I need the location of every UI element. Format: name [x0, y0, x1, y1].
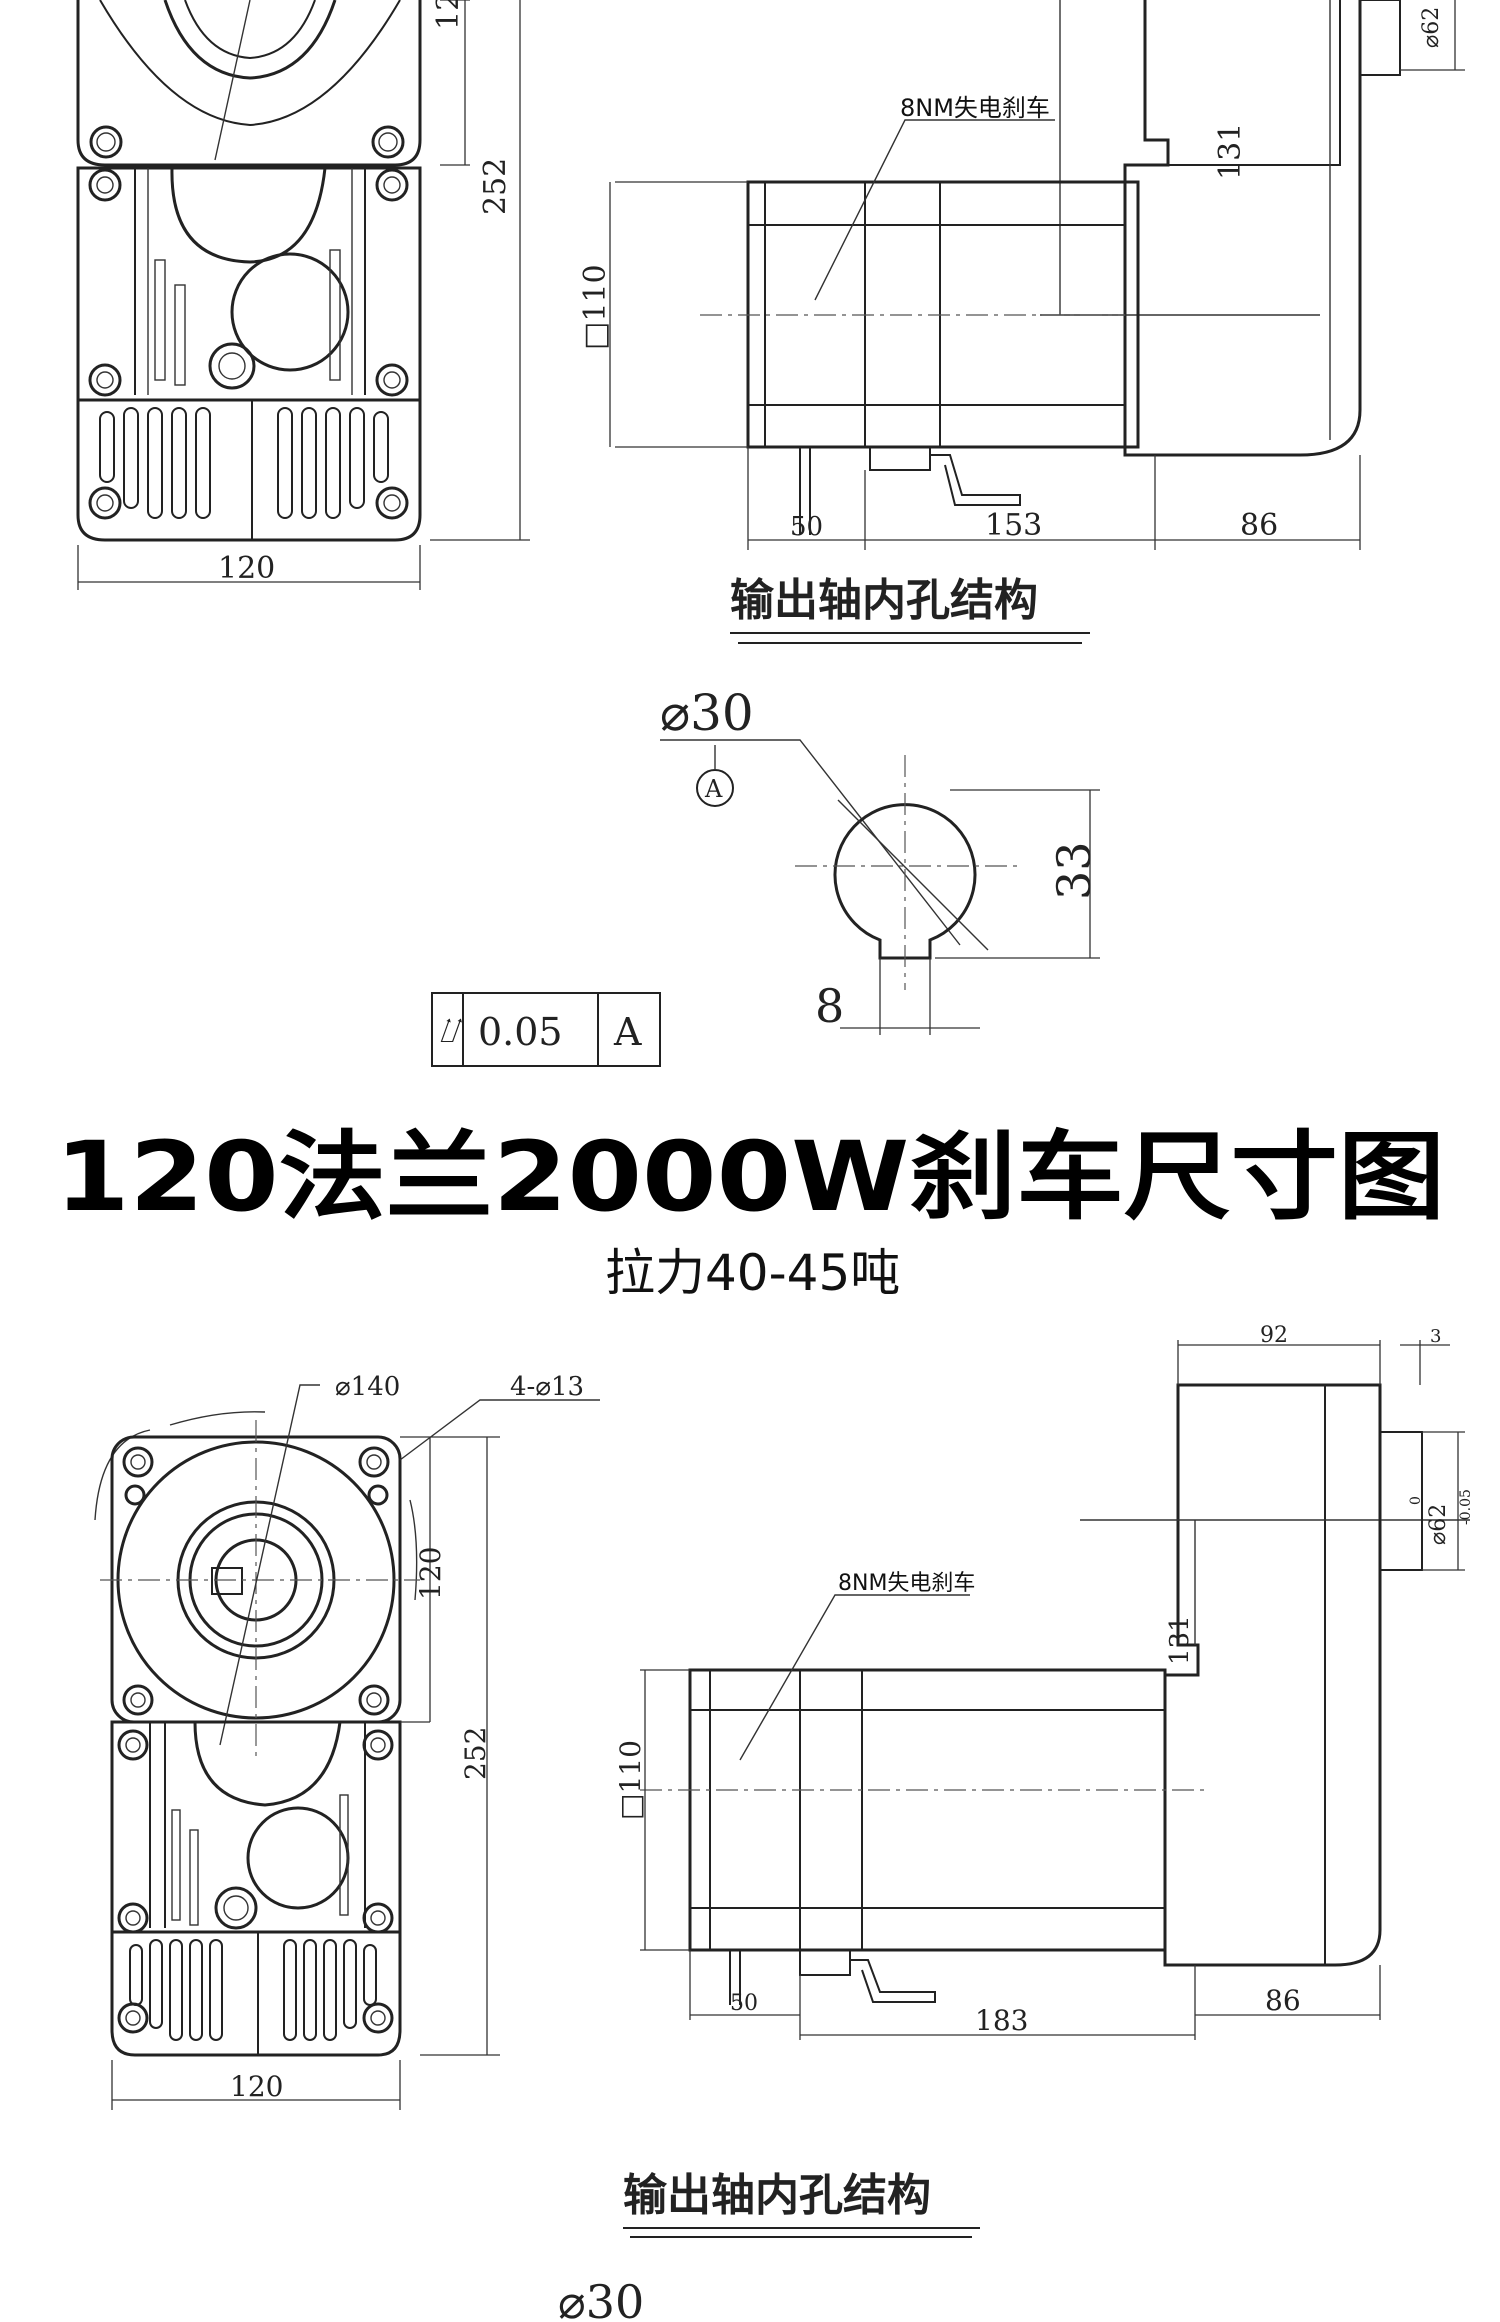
top-dim-12: 12: [431, 0, 466, 30]
tol-symbol: ⌰: [440, 1011, 462, 1051]
bot-dim-92: 92: [1260, 1323, 1288, 1348]
top-dim-131: 131: [1213, 123, 1248, 180]
bot-tol-upper: 0: [1408, 1496, 1424, 1505]
bot-dim-50: 50: [730, 1991, 758, 2016]
top-dim-86: 86: [1240, 508, 1278, 543]
tol-datum: A: [613, 1010, 642, 1054]
bore-diameter: ⌀30: [660, 684, 754, 742]
bot-dim-3: 3: [1430, 1326, 1441, 1347]
top-dim-153: 153: [985, 508, 1042, 543]
top-dim-phi62: ⌀62: [1419, 7, 1444, 48]
top-dim-50: 50: [790, 512, 823, 542]
page-subtitle: 拉力40-45吨: [605, 1244, 900, 1302]
bot-dim-110: □110: [614, 1740, 647, 1820]
bot-dim-120v: 120: [414, 1547, 447, 1600]
bot-dim-86: 86: [1265, 1984, 1301, 2017]
bottom-front-view: ⌀140 4-⌀13: [94, 1372, 600, 2110]
bore-datum-a: A: [704, 775, 723, 803]
bot-dim-120w: 120: [230, 2070, 283, 2103]
top-brake-label: 8NM失电刹车: [900, 94, 1050, 122]
bore-detail: ⌀30 A 33 8 ⌰ 0.05 A: [431, 684, 1101, 1067]
bottom-section-title: 输出轴内孔结构: [623, 2170, 931, 2221]
bot-dim-252: 252: [459, 1727, 492, 1780]
bottom-side-view: 92 3 ⌀62 0 -0.05 131 8NM失电刹车 □110 50 183…: [614, 1323, 1474, 2040]
bot-dim-phi62: ⌀62: [1426, 1504, 1451, 1545]
top-side-view: ⌀62 131 8NM失电刹车 □110 50 153 86: [578, 0, 1465, 550]
top-dim-120: 120: [218, 551, 275, 586]
tol-value: 0.05: [478, 1010, 563, 1054]
top-section-title: 输出轴内孔结构: [730, 575, 1038, 626]
bottom-diameter: ⌀30: [558, 2275, 644, 2322]
top-dim-110: □110: [578, 264, 613, 350]
top-dim-252: 252: [478, 158, 513, 215]
bore-dim-8: 8: [815, 979, 844, 1033]
bot-dim-holes: 4-⌀13: [510, 1372, 584, 1402]
bot-dim-phi140: ⌀140: [335, 1372, 400, 1402]
bot-brake-label: 8NM失电刹车: [838, 1571, 975, 1596]
bot-dim-131: 131: [1165, 1615, 1195, 1665]
bore-dim-33: 33: [1047, 841, 1101, 900]
page-title: 120法兰2000W刹车尺寸图: [55, 1121, 1445, 1233]
bot-tol-lower: -0.05: [1458, 1489, 1474, 1525]
top-front-view: 252 12 120: [76, 0, 530, 590]
bot-dim-183: 183: [975, 2004, 1028, 2037]
